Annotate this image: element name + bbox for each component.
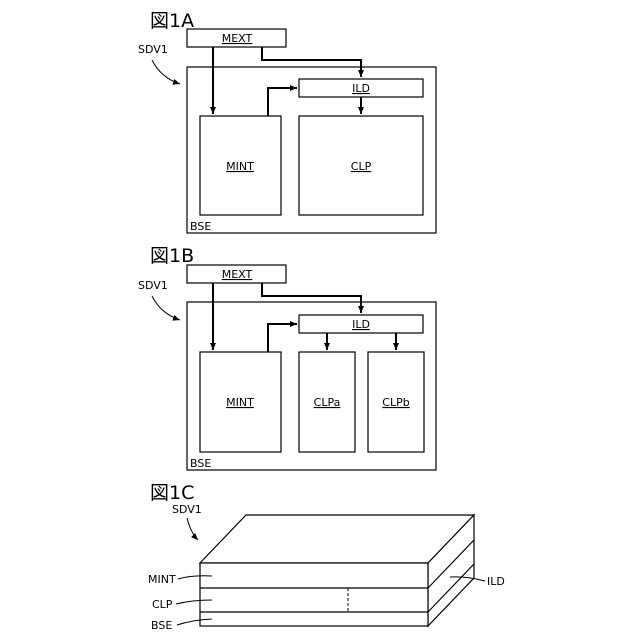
figure-1c-top-face <box>200 515 474 563</box>
figure-1a-arrow-mint-to-ild <box>268 88 297 116</box>
figure-1c-mint-label: MINT <box>148 573 176 586</box>
figure-1b-clpb-label: CLPb <box>382 396 409 409</box>
figure-1b-bse-label: BSE <box>190 457 211 470</box>
figure-1c-ild-label: ILD <box>487 575 505 588</box>
figure-1b-device-label: SDV1 <box>138 279 168 292</box>
figure-1b-leader-arrow <box>152 296 180 320</box>
figure-1c-device-label: SDV1 <box>172 503 202 516</box>
figure-1a-leader-arrow <box>152 60 180 84</box>
figure-1a-bse-label: BSE <box>190 220 211 233</box>
figure-1b-mint-label: MINT <box>226 396 254 409</box>
figure-1c: 図1C SDV1 MINT CLP BSE ILD <box>148 482 505 632</box>
figure-1b: 図1B SDV1 MEXT BSE ILD MINT CLPa CLPb <box>138 245 436 470</box>
figure-1b-arrow-mint-to-ild <box>268 324 297 352</box>
figure-1a-device-label: SDV1 <box>138 43 168 56</box>
figure-1c-bse-label: BSE <box>151 619 172 632</box>
figure-1a-clp-label: CLP <box>351 160 372 173</box>
figure-1c-leader-arrow <box>187 518 198 540</box>
figure-1b-clpa-label: CLPa <box>314 396 341 409</box>
figure-1b-mext-label: MEXT <box>222 268 253 281</box>
figure-1a-ild-label: ILD <box>352 82 370 95</box>
figure-1a-arrow-mext-to-ild <box>262 47 361 77</box>
figure-1b-arrow-mext-to-ild <box>262 283 361 313</box>
figure-1c-title: 図1C <box>150 482 194 504</box>
figure-1b-title: 図1B <box>150 245 194 267</box>
figure-1a-mext-label: MEXT <box>222 32 253 45</box>
figure-1c-front-face <box>200 563 428 626</box>
figure-1c-clp-label: CLP <box>152 598 173 611</box>
figure-1b-ild-label: ILD <box>352 318 370 331</box>
figure-1a-mint-label: MINT <box>226 160 254 173</box>
figure-1a: 図1A SDV1 MEXT BSE ILD MINT CLP <box>138 10 436 233</box>
